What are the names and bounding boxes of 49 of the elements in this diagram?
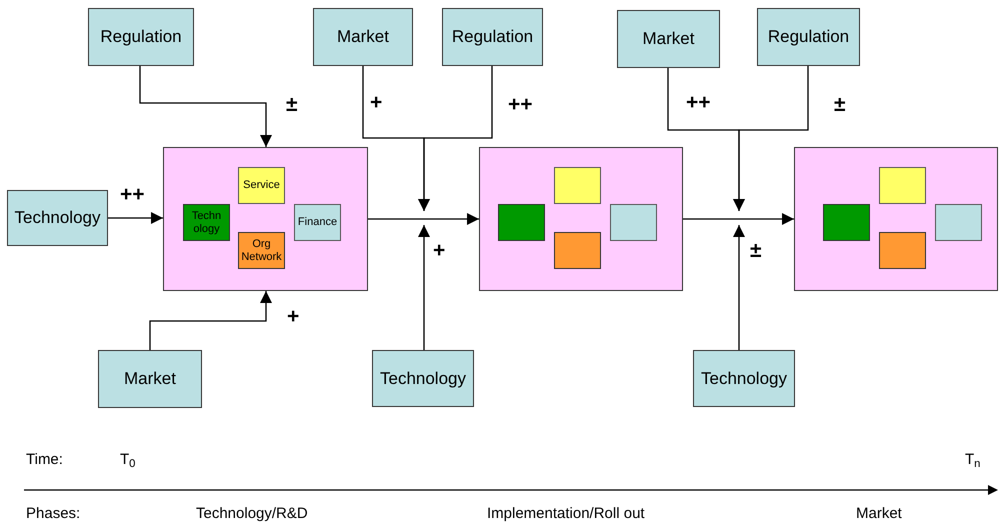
finance-box [610,204,657,241]
phase-label: Technology/R&D [196,506,308,521]
time-start-label: T$_{0}$ [120,452,136,467]
edge-label: ± [750,240,762,261]
edge-label: ± [834,94,846,115]
factor-box: Technology [7,190,108,246]
factor-box: Market [313,8,413,66]
phase-label: Market [856,506,902,521]
arrow [733,225,745,350]
service-box [879,167,926,204]
arrow [108,212,163,224]
stage-box [794,147,998,291]
factor-box: Market [617,10,720,68]
edge-label: ++ [120,184,145,205]
stage-box [163,147,368,291]
factor-box: Regulation [442,8,543,66]
technology-box [498,204,545,241]
factor-box: Regulation [757,8,860,66]
factor-box: Technology [693,350,795,407]
edge-label: + [370,92,382,113]
arrow [149,291,272,350]
finance-box: Finance [294,204,341,241]
factor-box: Technology [372,350,474,407]
edge-label: + [433,240,446,261]
edge-label: ++ [686,92,711,113]
arrow [368,213,479,225]
edge-label: ± [286,94,298,115]
technology-box [823,204,870,241]
time-end-label: T$_{n}$ [965,452,980,467]
org-network-box [879,232,926,269]
arrow [418,225,430,350]
service-box [554,167,601,204]
service-box: Service [238,167,285,204]
org-network-box: Org Network [238,232,285,269]
edge-label: ++ [508,94,533,115]
arrow [139,66,272,147]
arrow [683,213,794,225]
finance-box [935,204,982,241]
stage-box [479,147,683,291]
org-network-box [554,232,601,269]
arrow [418,66,493,211]
phases-label: Phases: [26,506,80,521]
time-label: Time: [26,452,63,467]
phase-label: Implementation/Roll out [487,506,645,521]
factor-box: Market [98,350,202,408]
technology-box: Techn ology [183,204,230,241]
factor-box: Regulation [88,8,194,66]
arrow [733,66,809,211]
edge-label: + [287,306,300,327]
